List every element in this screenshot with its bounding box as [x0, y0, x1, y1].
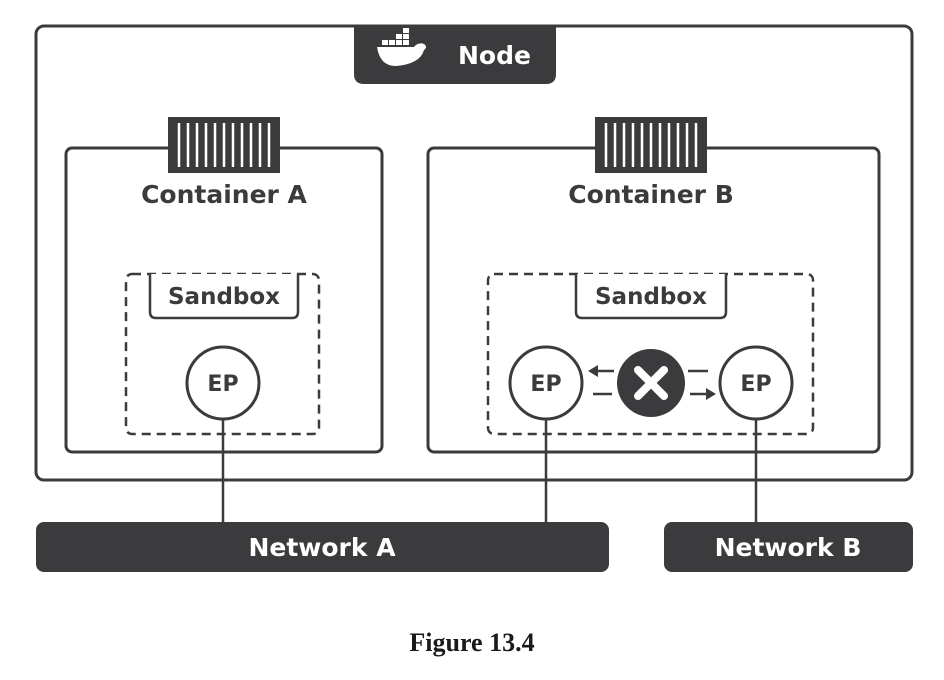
cross-icon	[617, 349, 685, 417]
network-a-bar: Network A	[36, 522, 609, 572]
container-icon	[168, 117, 280, 173]
endpoint-a: EP	[185, 345, 261, 421]
endpoint-b2: EP	[718, 345, 794, 421]
container-icon	[595, 117, 707, 173]
network-b-bar: Network B	[664, 522, 913, 572]
endpoint-a-label: EP	[207, 372, 238, 397]
figure-caption: Figure 13.4	[409, 628, 535, 657]
docker-whale-icon	[377, 28, 426, 66]
network-b-label: Network B	[715, 533, 862, 562]
network-a-label: Network A	[248, 533, 396, 562]
container-b-label: Container B	[568, 180, 734, 209]
sandbox-b-label: Sandbox	[595, 284, 707, 310]
node-label: Node	[458, 41, 531, 70]
endpoint-b1: EP	[508, 345, 584, 421]
sandbox-a-tab	[148, 274, 300, 320]
sandbox-b-tab	[574, 274, 728, 320]
endpoint-b1-label: EP	[530, 372, 561, 397]
endpoint-b2-label: EP	[740, 372, 771, 397]
right-arrow-icon	[688, 369, 716, 400]
container-a-label: Container A	[141, 180, 307, 209]
sandbox-a-label: Sandbox	[168, 284, 280, 310]
left-arrow-icon	[588, 365, 614, 396]
node-title-tab: Node	[354, 26, 556, 84]
